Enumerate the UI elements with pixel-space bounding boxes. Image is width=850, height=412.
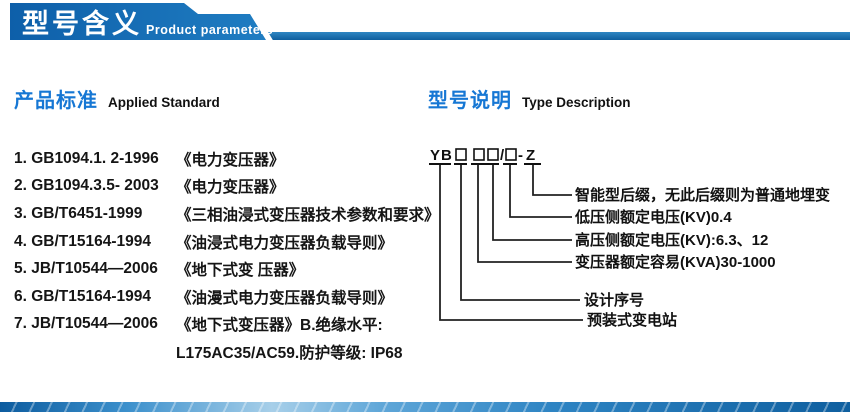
applied-standard-heading: 产品标准 Applied Standard xyxy=(14,84,220,113)
connector-prefab xyxy=(439,165,583,321)
model-code-slash: / xyxy=(500,147,505,164)
model-code-prefix: YB xyxy=(430,147,453,164)
standard-item: 4. GB/T15164-1994 《油浸式电力变压器负载导则》 xyxy=(14,228,440,256)
standard-title: 《地下式变压器》B.绝缘水平: xyxy=(176,317,383,335)
standard-code: 6. GB/T15164-1994 xyxy=(14,287,152,305)
placeholder-box-icon xyxy=(455,148,467,161)
legend-capacity: 变压器额定容易(KVA)30-1000 xyxy=(575,253,776,271)
standard-title: 《电力变压器》 xyxy=(176,179,285,197)
legend-hv-voltage: 高压侧额定电压(KV):6.3、12 xyxy=(575,231,768,249)
standard-code: 3. GB/T6451-1999 xyxy=(14,204,143,222)
placeholder-box-icon xyxy=(473,148,485,161)
standard-code: 2. GB1094.3.5- 2003 xyxy=(14,177,159,195)
type-description-heading: 型号说明 Type Description xyxy=(428,84,631,113)
placeholder-box-icon xyxy=(487,148,499,161)
standard-item: 6. GB/T15164-1994 《油漫式电力变压器负载导则》 xyxy=(14,283,440,311)
model-code-dash: - xyxy=(518,147,523,164)
standard-title: 《油浸式电力变压器负载导则》 xyxy=(176,234,394,252)
standard-item-continuation: L175AC35/AC59.防护等级: IP68 xyxy=(14,338,440,366)
footer-strip xyxy=(0,402,850,412)
standard-item: 5. JB/T10544—2006 《地下式变 压器》 xyxy=(14,255,440,283)
standard-code: 7. JB/T10544—2006 xyxy=(14,315,158,333)
standard-item: 3. GB/T6451-1999 《三相油浸式变压器技术参数和要求》 xyxy=(14,200,440,228)
standard-code: 1. GB1094.1. 2-1996 xyxy=(14,149,159,167)
connector-lv xyxy=(509,165,572,218)
standard-item: 2. GB1094.3.5- 2003 《电力变压器》 xyxy=(14,173,440,201)
header-banner-shape xyxy=(10,3,266,40)
legend-smart-suffix: 智能型后缀，无此后缀则为普通地埋变 xyxy=(575,186,830,204)
standards-list: 1. GB1094.1. 2-1996 《电力变压器》 2. GB1094.3.… xyxy=(14,145,440,366)
standard-code: 5. JB/T10544—2006 xyxy=(14,260,158,278)
standard-title: 《油漫式电力变压器负载导则》 xyxy=(176,289,394,307)
legend-lv-voltage: 低压侧额定电压(KV)0.4 xyxy=(574,208,732,226)
standard-title: 《电力变压器》 xyxy=(176,151,285,169)
applied-standard-heading-cn: 产品标准 xyxy=(14,90,98,112)
standard-item: 7. JB/T10544—2006 《地下式变压器》B.绝缘水平: xyxy=(14,311,440,339)
standard-title: L175AC35/AC59.防护等级: IP68 xyxy=(176,344,403,362)
header-strip xyxy=(268,32,850,40)
type-description-heading-cn: 型号说明 xyxy=(428,90,512,112)
legend-design-number: 设计序号 xyxy=(584,291,644,309)
type-description-heading-en: Type Description xyxy=(522,95,631,110)
standard-title: 《地下式变 压器》 xyxy=(176,262,305,280)
applied-standard-heading-en: Applied Standard xyxy=(108,95,220,110)
connector-hv xyxy=(492,165,572,241)
header-banner: 型号含义 Product parameters xyxy=(10,3,850,40)
connector-suffix xyxy=(532,165,572,196)
standard-title: 《三相油浸式变压器技术参数和要求》 xyxy=(176,206,440,224)
page-subtitle: Product parameters xyxy=(146,23,273,37)
connector-design xyxy=(460,165,580,301)
standard-code: 4. GB/T15164-1994 xyxy=(14,232,152,250)
connector-capacity xyxy=(477,165,572,263)
page-title: 型号含义 xyxy=(22,8,142,39)
model-code-suffix: Z xyxy=(526,147,535,164)
legend-prefab-substation: 预装式变电站 xyxy=(587,311,677,329)
standard-item: 1. GB1094.1. 2-1996 《电力变压器》 xyxy=(14,145,440,173)
placeholder-box-icon xyxy=(505,148,517,161)
model-code-diagram: YB / - Z 智能型后缀，无此后缀则为普通地埋变 低压侧额定电压(KV)0.… xyxy=(429,147,830,329)
